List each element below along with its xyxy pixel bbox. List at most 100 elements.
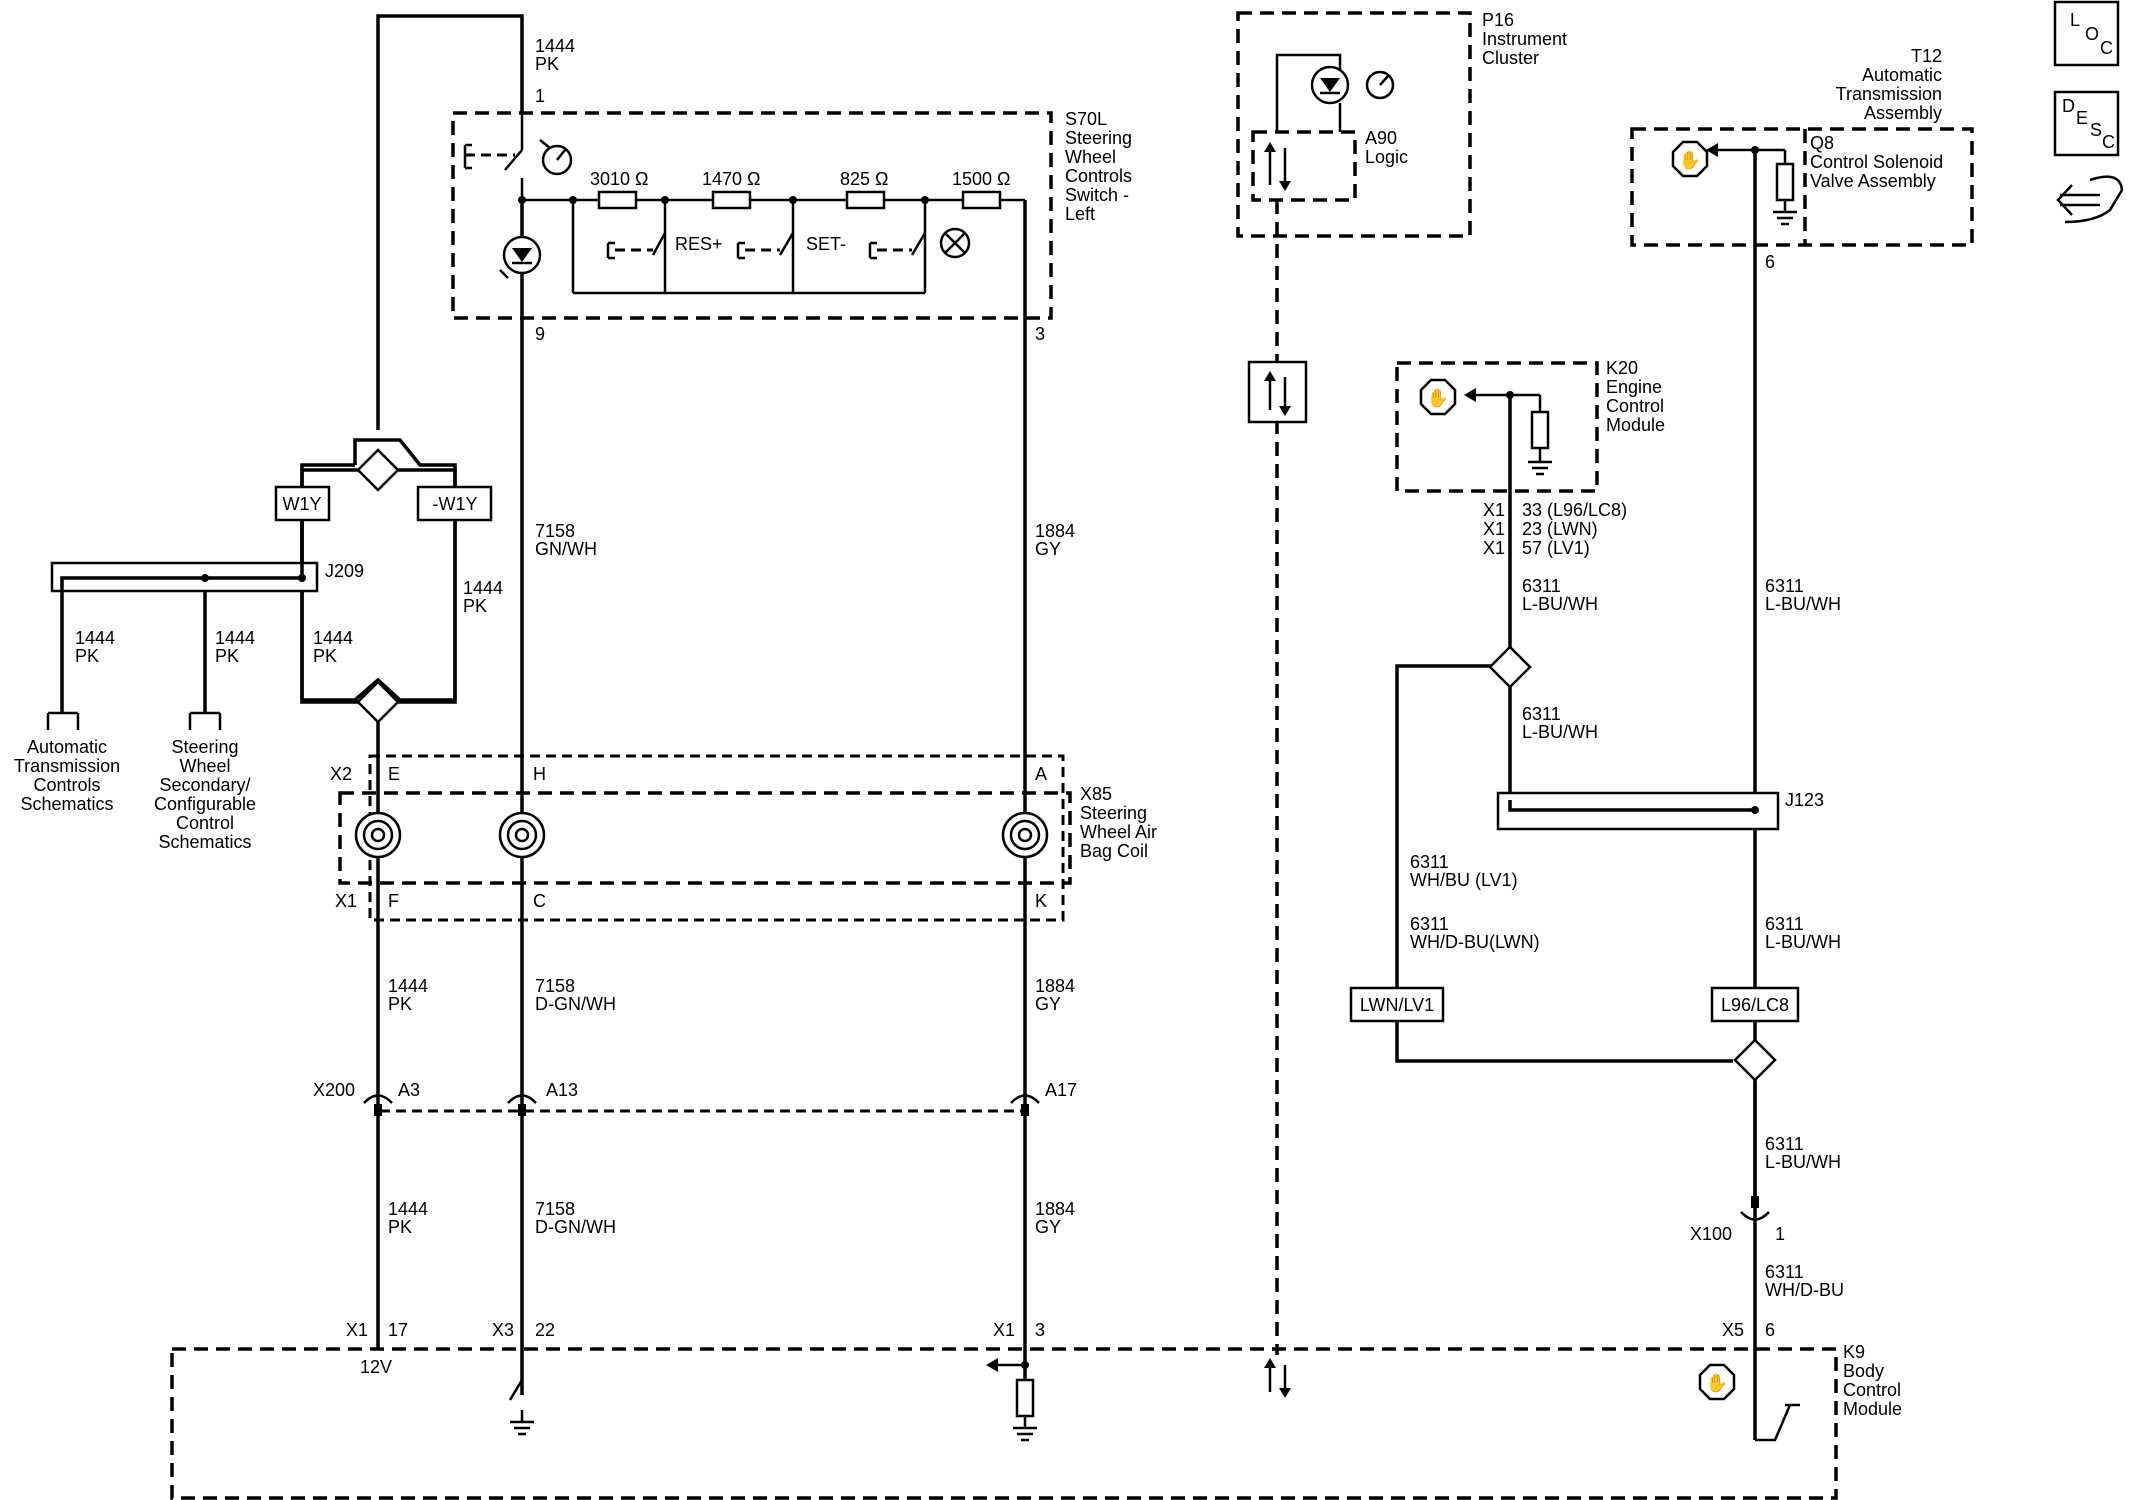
splice-diamond — [356, 680, 400, 724]
q8-label: Q8 Control Solenoid Valve Assembly — [1810, 133, 1943, 191]
k20-internals: ✋ — [1419, 378, 1552, 476]
pin-label: X1 — [1483, 538, 1505, 558]
wire-label: 6311 — [1765, 1134, 1804, 1154]
svg-text:Schematics: Schematics — [20, 794, 113, 814]
inline-connector — [1010, 1094, 1040, 1116]
q8-internals: ✋ — [1671, 140, 1797, 226]
inline-connector — [1740, 1196, 1770, 1221]
svg-text:C: C — [2100, 38, 2113, 58]
pin-label: F — [388, 891, 399, 911]
pin-label: 1 — [1775, 1224, 1785, 1244]
wire-1444-merge — [300, 520, 358, 704]
loc-icon[interactable]: L O C — [2053, 0, 2120, 67]
k20-box — [1395, 361, 1599, 493]
wire-label: 6311 — [1765, 576, 1804, 596]
wire-1444-split — [300, 468, 358, 487]
wire-label: WH/BU (LV1) — [1410, 870, 1518, 890]
pin-label: K — [1035, 891, 1047, 911]
hand-stop-icon: ✋ — [1698, 1363, 1736, 1401]
wire-label: 6311 — [1765, 1262, 1804, 1282]
wire-label: WH/D-BU — [1765, 1280, 1844, 1300]
pin-label: E — [388, 764, 400, 784]
p16-label: P16 Instrument Cluster — [1482, 10, 1567, 68]
svg-text:S70L: S70L — [1065, 109, 1107, 129]
a90-box — [1251, 130, 1357, 202]
svg-text:Assembly: Assembly — [1864, 103, 1942, 123]
svg-text:Configurable: Configurable — [154, 794, 256, 814]
wrench-connector-icon[interactable] — [2056, 175, 2124, 224]
serial-data-arrows-icon — [1264, 142, 1291, 191]
splice-diamond — [356, 448, 400, 492]
wire-label: 6311 — [1765, 914, 1804, 934]
a90-label: A90 Logic — [1365, 128, 1408, 167]
svg-text:Control: Control — [1843, 1380, 1901, 1400]
pin-label: 57 (LV1) — [1522, 538, 1590, 558]
svg-text:Steering: Steering — [1065, 128, 1132, 148]
option-nw1y-box — [416, 485, 493, 522]
svg-text:Body: Body — [1843, 1361, 1884, 1381]
wire-1444-merge-right — [398, 520, 457, 704]
wire-label: 7158 — [535, 1199, 575, 1219]
svg-text:Bag Coil: Bag Coil — [1080, 841, 1148, 861]
pin-label: X1 — [1483, 500, 1505, 520]
wire-label: PK — [463, 596, 487, 616]
svg-text:A90: A90 — [1365, 128, 1397, 148]
wire-6311-lwn-loop — [1395, 664, 1733, 1063]
hand-stop-icon: ✋ — [1671, 140, 1709, 178]
wire-1444-top — [376, 14, 524, 113]
svg-text:Controls: Controls — [1065, 166, 1132, 186]
reference-atc: Automatic Transmission Controls Schemati… — [14, 737, 120, 814]
wire-label: PK — [75, 646, 99, 666]
svg-text:✋: ✋ — [1706, 1372, 1728, 1393]
svg-text:Module: Module — [1843, 1399, 1902, 1419]
wire-label: 1884 — [1035, 1199, 1075, 1219]
wire-label: D-GN/WH — [535, 994, 616, 1014]
pin-label: A17 — [1045, 1080, 1077, 1100]
wire-label: 1444 — [535, 36, 575, 56]
serial-data-box — [1247, 360, 1308, 424]
s70l-box — [451, 111, 1053, 320]
desc-icon[interactable]: D E S C — [2053, 90, 2120, 157]
reference-stub — [188, 711, 222, 730]
wire-label: 6311 — [1522, 576, 1561, 596]
pin-label: C — [533, 891, 546, 911]
k9-box — [170, 1347, 1838, 1500]
wire-label: L-BU/WH — [1522, 722, 1598, 742]
s70l-label: S70L Steering Wheel Controls Switch - Le… — [1065, 109, 1132, 224]
wire-label: GY — [1035, 994, 1061, 1014]
wire-label: 1884 — [1035, 521, 1075, 541]
wire-1444-split-right — [398, 468, 457, 487]
svg-text:S: S — [2090, 120, 2102, 140]
option-l96lc8-box — [1710, 986, 1800, 1023]
pin-label: 1 — [535, 86, 545, 106]
svg-text:P16: P16 — [1482, 10, 1514, 30]
wire-label: PK — [388, 994, 412, 1014]
pin-label: 3 — [1035, 1320, 1045, 1340]
wire-label: GN/WH — [535, 539, 597, 559]
svg-text:Switch -: Switch - — [1065, 185, 1129, 205]
wire-label: 6311 — [1410, 852, 1449, 872]
clockspring-coil-icon — [498, 811, 546, 859]
splice-diamond — [1488, 645, 1532, 689]
svg-text:Control: Control — [176, 813, 234, 833]
p16-internals — [1247, 53, 1395, 1398]
svg-text:Control: Control — [1606, 396, 1664, 416]
svg-text:K9: K9 — [1843, 1342, 1865, 1362]
wire-label: PK — [535, 54, 559, 74]
option-lwnlv1: LWN/LV1 — [1360, 995, 1434, 1015]
svg-text:Valve Assembly: Valve Assembly — [1810, 171, 1936, 191]
wire-label: L-BU/WH — [1765, 932, 1841, 952]
svg-text:T12: T12 — [1911, 46, 1942, 66]
svg-text:Wheel Air: Wheel Air — [1080, 822, 1157, 842]
led-icon — [499, 235, 542, 279]
pin-label: A13 — [546, 1080, 578, 1100]
wire-label: L-BU/WH — [1765, 594, 1841, 614]
pin-label: 3 — [1035, 324, 1045, 344]
svg-text:Steering: Steering — [171, 737, 238, 757]
led-icon — [1310, 65, 1350, 105]
switch-set-label: SET- — [806, 234, 846, 254]
inline-connector — [363, 1094, 393, 1116]
option-lwnlv1-box — [1349, 986, 1445, 1023]
wire-label: PK — [215, 646, 239, 666]
